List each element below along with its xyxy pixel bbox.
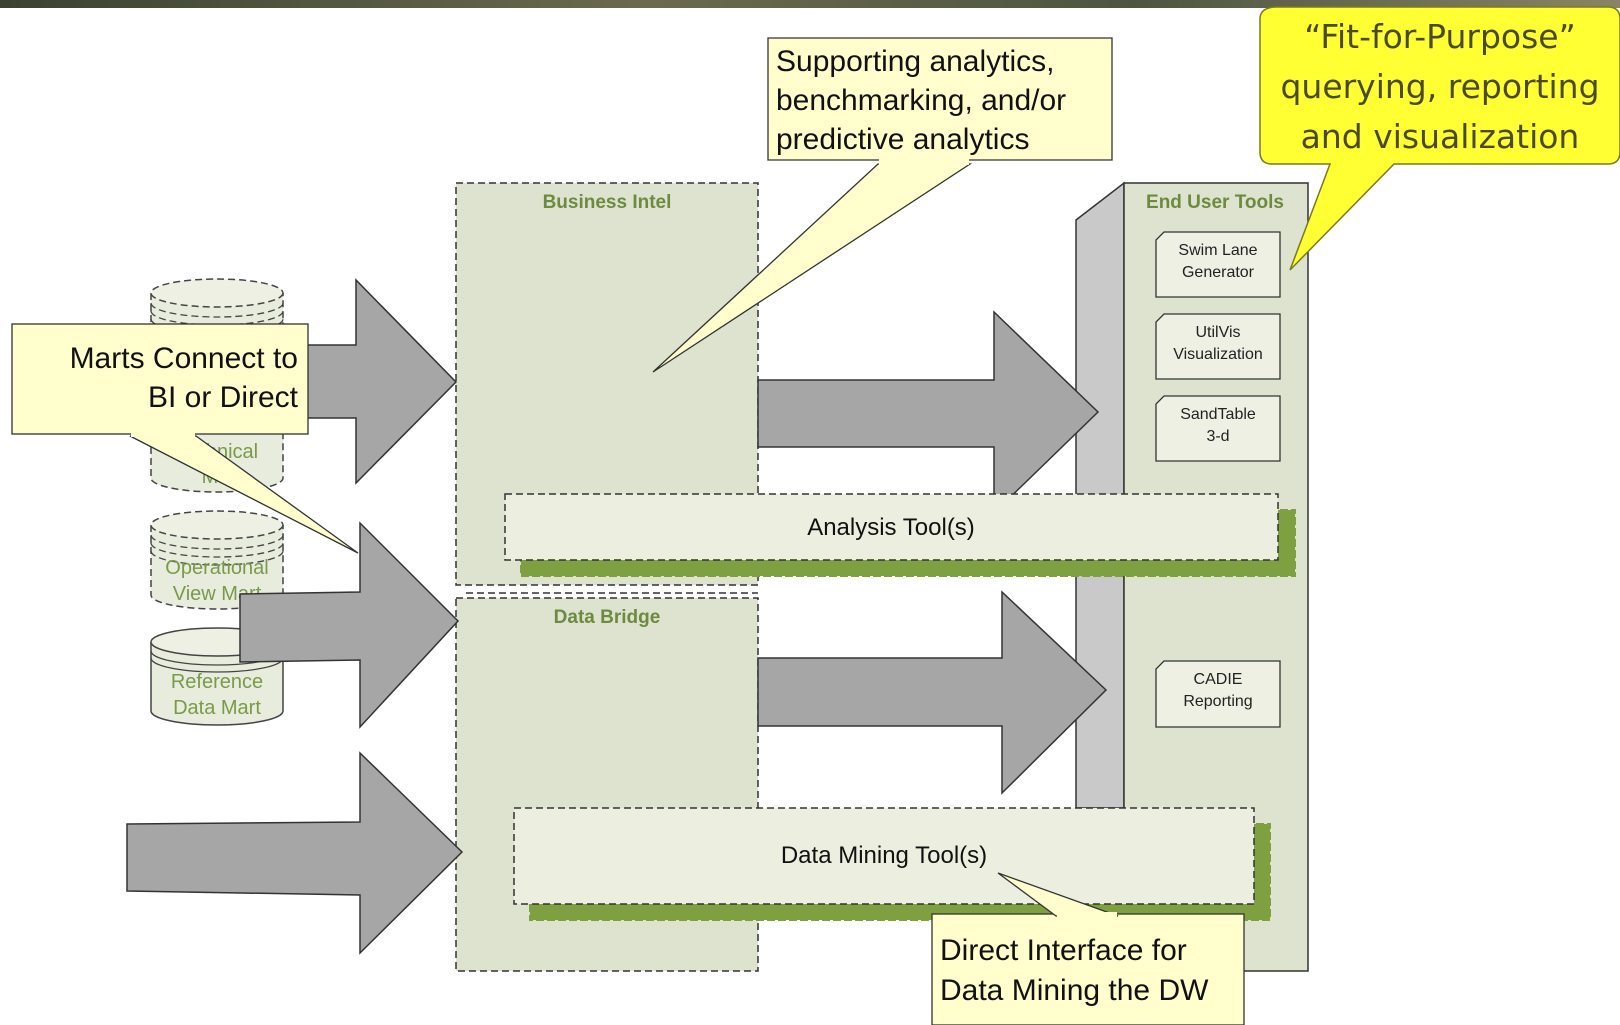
svg-text:Swim Lane: Swim Lane <box>1178 242 1257 259</box>
callout-marts-connect: Marts Connect to BI or Direct <box>11 323 359 554</box>
reference-data-mart: Reference Data Mart <box>150 627 284 726</box>
arrow-bi-to-tools <box>757 310 1100 515</box>
tool-utilvis: UtilVis Visualization <box>1155 313 1281 380</box>
callout-fit-for-purpose: “Fit-for-Purpose” querying, reporting an… <box>1259 6 1620 271</box>
svg-text:predictive analytics: predictive analytics <box>776 123 1029 156</box>
callout-direct-interface: Direct Interface for Data Mining the DW <box>931 872 1245 1025</box>
svg-text:Generator: Generator <box>1182 264 1255 281</box>
svg-text:and visualization: and visualization <box>1301 117 1580 156</box>
svg-text:Visualization: Visualization <box>1173 346 1263 363</box>
tool-sandtable: SandTable 3-d <box>1155 395 1281 462</box>
svg-text:3-d: 3-d <box>1206 428 1229 445</box>
svg-text:Reporting: Reporting <box>1183 693 1252 710</box>
business-intel-title: Business Intel <box>543 192 672 213</box>
svg-text:UtilVis: UtilVis <box>1195 324 1240 341</box>
data-bridge-title: Data Bridge <box>554 607 661 628</box>
header-band <box>0 0 1620 8</box>
svg-text:CADIE: CADIE <box>1194 671 1243 688</box>
arrow-direct-to-bridge <box>126 751 464 955</box>
callout-supporting-analytics: Supporting analytics, benchmarking, and/… <box>652 37 1113 373</box>
svg-text:Direct Interface for: Direct Interface for <box>940 934 1187 967</box>
svg-text:benchmarking, and/or: benchmarking, and/or <box>776 84 1066 117</box>
svg-text:Data Mining the DW: Data Mining the DW <box>940 974 1209 1007</box>
analysis-tools-bar: Analysis Tool(s) <box>504 493 1296 577</box>
tool-swim-lane: Swim Lane Generator <box>1155 231 1281 298</box>
arrow-technical-to-bi <box>289 278 458 485</box>
data-mining-tools-bar: Data Mining Tool(s) <box>513 807 1271 921</box>
svg-text:“Fit-for-Purpose”: “Fit-for-Purpose” <box>1304 17 1575 56</box>
svg-text:Data Mining Tool(s): Data Mining Tool(s) <box>781 842 987 869</box>
tool-cadie: CADIE Reporting <box>1155 660 1281 728</box>
svg-text:BI or Direct: BI or Direct <box>148 381 299 414</box>
svg-text:Operational: Operational <box>165 557 268 579</box>
svg-text:Supporting analytics,: Supporting analytics, <box>776 45 1055 78</box>
svg-text:Data Mart: Data Mart <box>173 697 261 719</box>
svg-text:Reference: Reference <box>171 671 263 693</box>
svg-text:querying, reporting: querying, reporting <box>1280 67 1599 106</box>
arrow-marts-to-bridge <box>239 521 460 729</box>
svg-text:Marts Connect to: Marts Connect to <box>70 342 298 375</box>
end-user-tools-title: End User Tools <box>1146 192 1284 213</box>
svg-text:Analysis Tool(s): Analysis Tool(s) <box>807 514 975 541</box>
arrow-bridge-to-tools <box>757 590 1108 795</box>
svg-text:SandTable: SandTable <box>1180 406 1256 423</box>
